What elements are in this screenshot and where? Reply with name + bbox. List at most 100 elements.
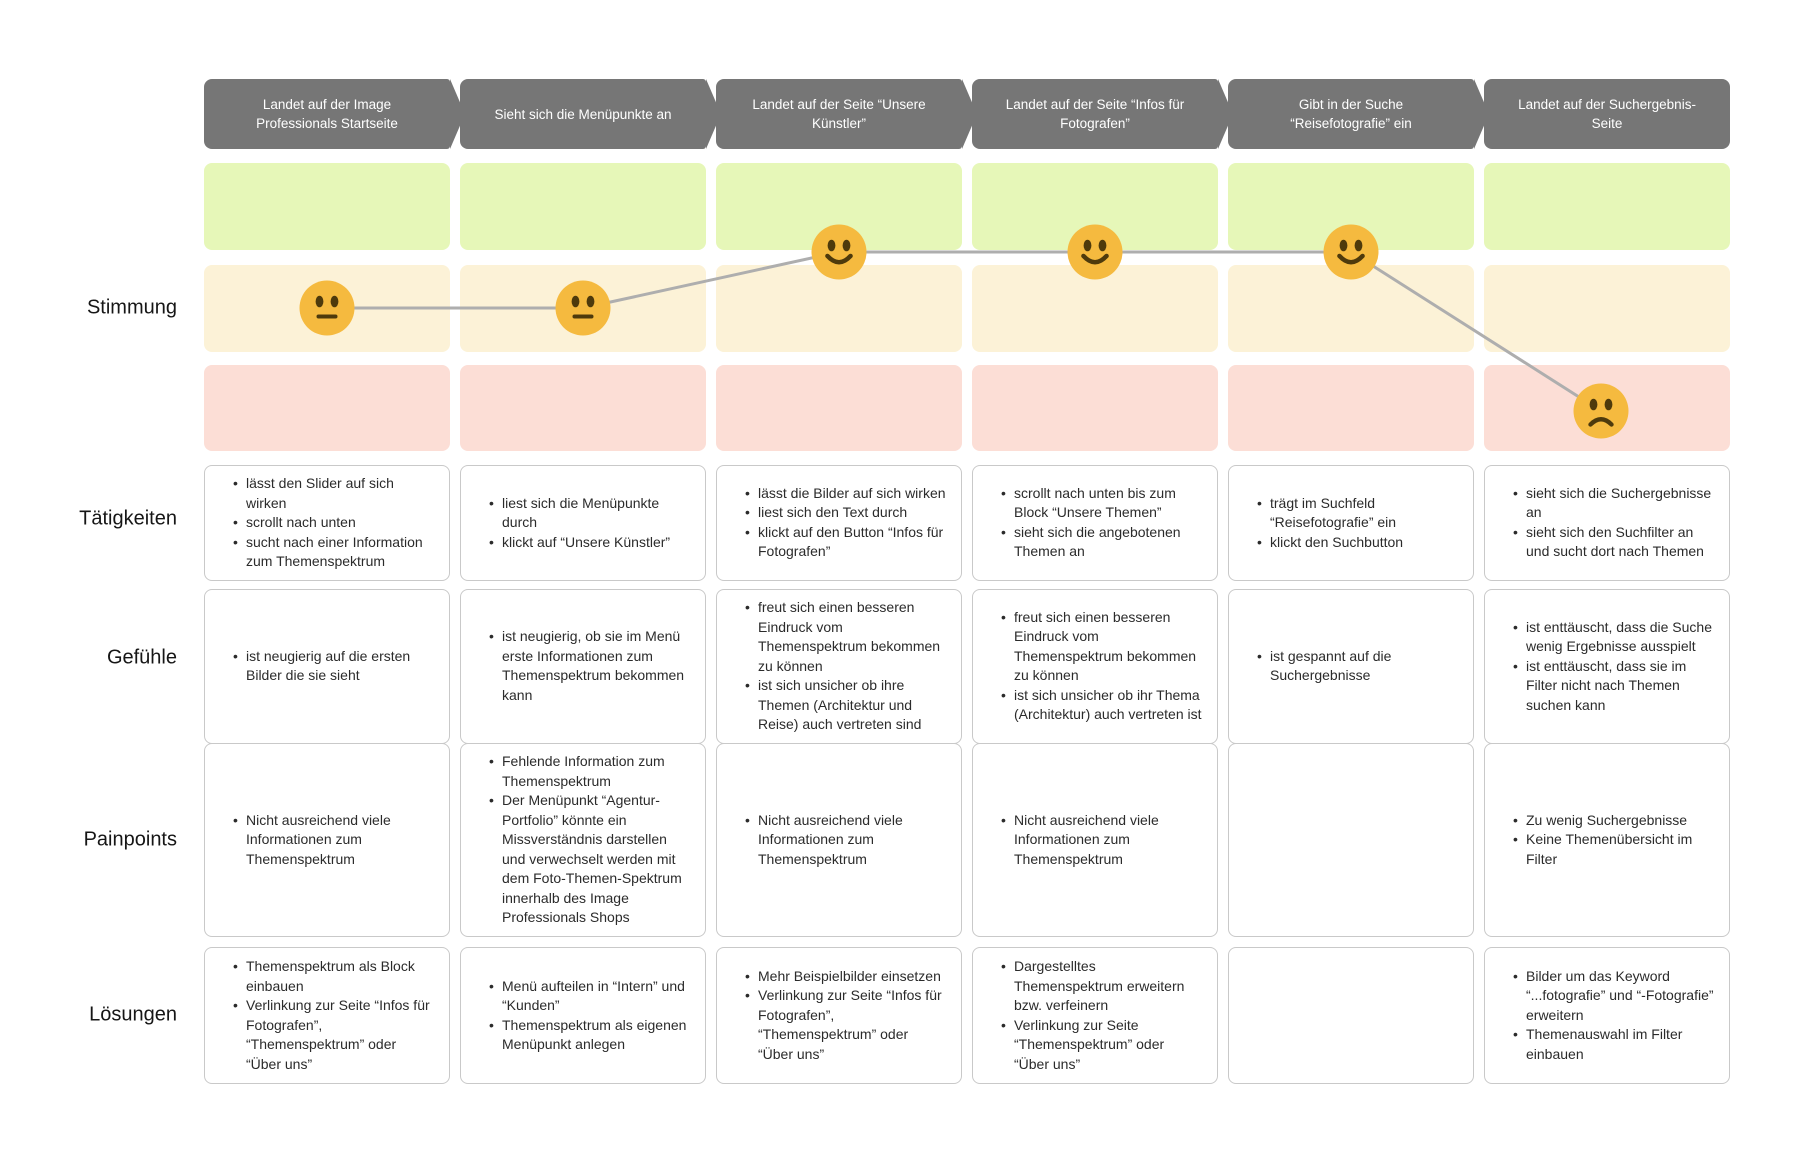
bullet-item: Verlinkung zur Seite “Infos für Fotograf… [745,986,947,1064]
bullet-item: sieht sich die angebotenen Themen an [1001,523,1203,562]
journey-card-taetigkeiten: lässt die Bilder auf sich wirkenliest si… [716,465,962,581]
bullet-item: Nicht ausreichend viele Informationen zu… [1001,811,1203,870]
mood-band-cell-negative [460,365,706,451]
bullet-item: trägt im Suchfeld “Reisefotografie” ein [1257,494,1459,533]
journey-card-gefuehle: freut sich einen besseren Eindruck vom T… [716,589,962,744]
journey-card-painpoints: Nicht ausreichend viele Informationen zu… [204,743,450,937]
stage-header: Landet auf der Seite “Unsere Künstler” [716,79,977,149]
bullet-list: freut sich einen besseren Eindruck vom T… [973,600,1217,733]
bullet-item: ist sich unsicher ob ihre Themen (Archit… [745,676,947,735]
mood-band-cell-positive [460,163,706,250]
stage-header-label: Gibt in der Suche “Reisefotografie” ein [1290,97,1412,131]
journey-card-loesungen: Themenspektrum als Block einbauenVerlink… [204,947,450,1084]
emoji-happy-icon [1067,224,1123,280]
bullet-item: Nicht ausreichend viele Informationen zu… [745,811,947,870]
journey-card-gefuehle: freut sich einen besseren Eindruck vom T… [972,589,1218,744]
emoji-sad-icon [1573,383,1629,439]
stage-header: Landet auf der Seite “Infos für Fotograf… [972,79,1233,149]
row-label-stimmung: Stimmung [86,296,177,319]
bullet-list: scrollt nach unten bis zum Block “Unsere… [973,476,1217,570]
stage-header-label: Sieht sich die Menüpunkte an [494,106,672,122]
bullet-list: Nicht ausreichend viele Informationen zu… [205,803,449,878]
bullet-item: Menü aufteilen in “Intern” und “Kunden” [489,977,691,1016]
journey-card-taetigkeiten: sieht sich die Suchergebnisse ansieht si… [1484,465,1730,581]
row-label-painpoints: Painpoints [83,828,177,851]
bullet-list: ist gespannt auf die Suchergebnisse [1229,639,1473,694]
bullet-item: klickt auf den Button “Infos für Fotogra… [745,523,947,562]
bullet-list: trägt im Suchfeld “Reisefotografie” eink… [1229,486,1473,561]
stage-header: Landet auf der Image Professionals Start… [204,79,465,149]
card-row-painpoints: Nicht ausreichend viele Informationen zu… [204,743,1730,937]
row-label-loesungen: Lösungen [89,1003,177,1026]
journey-card-gefuehle: ist gespannt auf die Suchergebnisse [1228,589,1474,744]
bullet-item: Verlinkung zur Seite “Infos für Fotograf… [233,996,435,1074]
emoji-happy-icon [1323,224,1379,280]
bullet-item: liest sich die Menüpunkte durch [489,494,691,533]
bullet-item: klickt auf “Unsere Künstler” [489,533,691,553]
stage-header-row: Landet auf der Image Professionals Start… [204,79,1730,149]
bullet-list: Mehr Beispielbilder einsetzenVerlinkung … [717,959,961,1073]
bullet-list: sieht sich die Suchergebnisse ansieht si… [1485,476,1729,570]
bullet-list: Menü aufteilen in “Intern” und “Kunden”T… [461,969,705,1063]
bullet-item: klickt den Suchbutton [1257,533,1459,553]
bullet-list: freut sich einen besseren Eindruck vom T… [717,590,961,743]
stage-header-label: Landet auf der Seite “Infos für Fotograf… [1005,97,1185,131]
bullet-list: liest sich die Menüpunkte durchklickt au… [461,486,705,561]
journey-card-painpoints: Nicht ausreichend viele Informationen zu… [972,743,1218,937]
stage-header-label: Landet auf der Image Professionals Start… [256,97,398,131]
journey-card-loesungen: Mehr Beispielbilder einsetzenVerlinkung … [716,947,962,1084]
bullet-item: ist neugierig auf die ersten Bilder die … [233,647,435,686]
bullet-list: Bilder um das Keyword “...fotografie” un… [1485,959,1729,1073]
mood-band-cell-negative [204,365,450,451]
row-label-gefuehle: Gefühle [106,646,177,669]
row-label-taetigkeiten: Tätigkeiten [79,507,177,530]
bullet-item: Themenspektrum als Block einbauen [233,957,435,996]
bullet-item: Der Menüpunkt “Agentur-Portfolio” könnte… [489,791,691,928]
bullet-item: Zu wenig Suchergebnisse [1513,811,1715,831]
bullet-item: sucht nach einer Information zum Themens… [233,533,435,572]
emoji-happy-icon [811,224,867,280]
bullet-item: Keine Themenübersicht im Filter [1513,830,1715,869]
mood-band-cell-negative [1228,365,1474,451]
stage-header: Gibt in der Suche “Reisefotografie” ein [1228,79,1489,149]
stage-header: Landet auf der Suchergebnis-Seite [1484,79,1730,149]
bullet-item: freut sich einen besseren Eindruck vom T… [1001,608,1203,686]
bullet-item: scrollt nach unten bis zum Block “Unsere… [1001,484,1203,523]
emoji-neutral-icon [299,280,355,336]
bullet-item: lässt die Bilder auf sich wirken [745,484,947,504]
journey-card-loesungen: Bilder um das Keyword “...fotografie” un… [1484,947,1730,1084]
bullet-list: Zu wenig SuchergebnisseKeine Themenübers… [1485,803,1729,878]
stage-header: Sieht sich die Menüpunkte an [460,79,721,149]
mood-band-cell-negative [716,365,962,451]
bullet-item: liest sich den Text durch [745,503,947,523]
bullet-item: lässt den Slider auf sich wirken [233,474,435,513]
bullet-list: ist neugierig auf die ersten Bilder die … [205,639,449,694]
bullet-item: Fehlende Information zum Themenspektrum [489,752,691,791]
bullet-item: freut sich einen besseren Eindruck vom T… [745,598,947,676]
bullet-item: Themenspektrum als eigenen Menüpunkt anl… [489,1016,691,1055]
journey-card-painpoints: Zu wenig SuchergebnisseKeine Themenübers… [1484,743,1730,937]
bullet-item: Themenauswahl im Filter einbauen [1513,1025,1715,1064]
bullet-item: ist enttäuscht, dass die Suche wenig Erg… [1513,618,1715,657]
bullet-item: Verlinkung zur Seite “Themenspektrum” od… [1001,1016,1203,1075]
journey-card-loesungen: Dargestelltes Themenspektrum erweitern b… [972,947,1218,1084]
bullet-item: Bilder um das Keyword “...fotografie” un… [1513,967,1715,1026]
mood-band-cell-positive [1484,163,1730,250]
journey-card-loesungen [1228,947,1474,1084]
card-row-gefuehle: ist neugierig auf die ersten Bilder die … [204,589,1730,744]
bullet-list: ist enttäuscht, dass die Suche wenig Erg… [1485,610,1729,724]
mood-band-cell-neutral [1484,265,1730,352]
bullet-item: sieht sich die Suchergebnisse an [1513,484,1715,523]
journey-card-taetigkeiten: lässt den Slider auf sich wirkenscrollt … [204,465,450,581]
bullet-item: ist sich unsicher ob ihr Thema (Architek… [1001,686,1203,725]
mood-band-row-neutral [204,265,1730,352]
journey-card-loesungen: Menü aufteilen in “Intern” und “Kunden”T… [460,947,706,1084]
journey-card-gefuehle: ist neugierig auf die ersten Bilder die … [204,589,450,744]
bullet-item: scrollt nach unten [233,513,435,533]
stage-header-label: Landet auf der Seite “Unsere Künstler” [752,97,926,131]
bullet-list: Themenspektrum als Block einbauenVerlink… [205,949,449,1082]
stage-header-label: Landet auf der Suchergebnis-Seite [1518,97,1696,131]
bullet-item: Nicht ausreichend viele Informationen zu… [233,811,435,870]
bullet-list: Nicht ausreichend viele Informationen zu… [717,803,961,878]
